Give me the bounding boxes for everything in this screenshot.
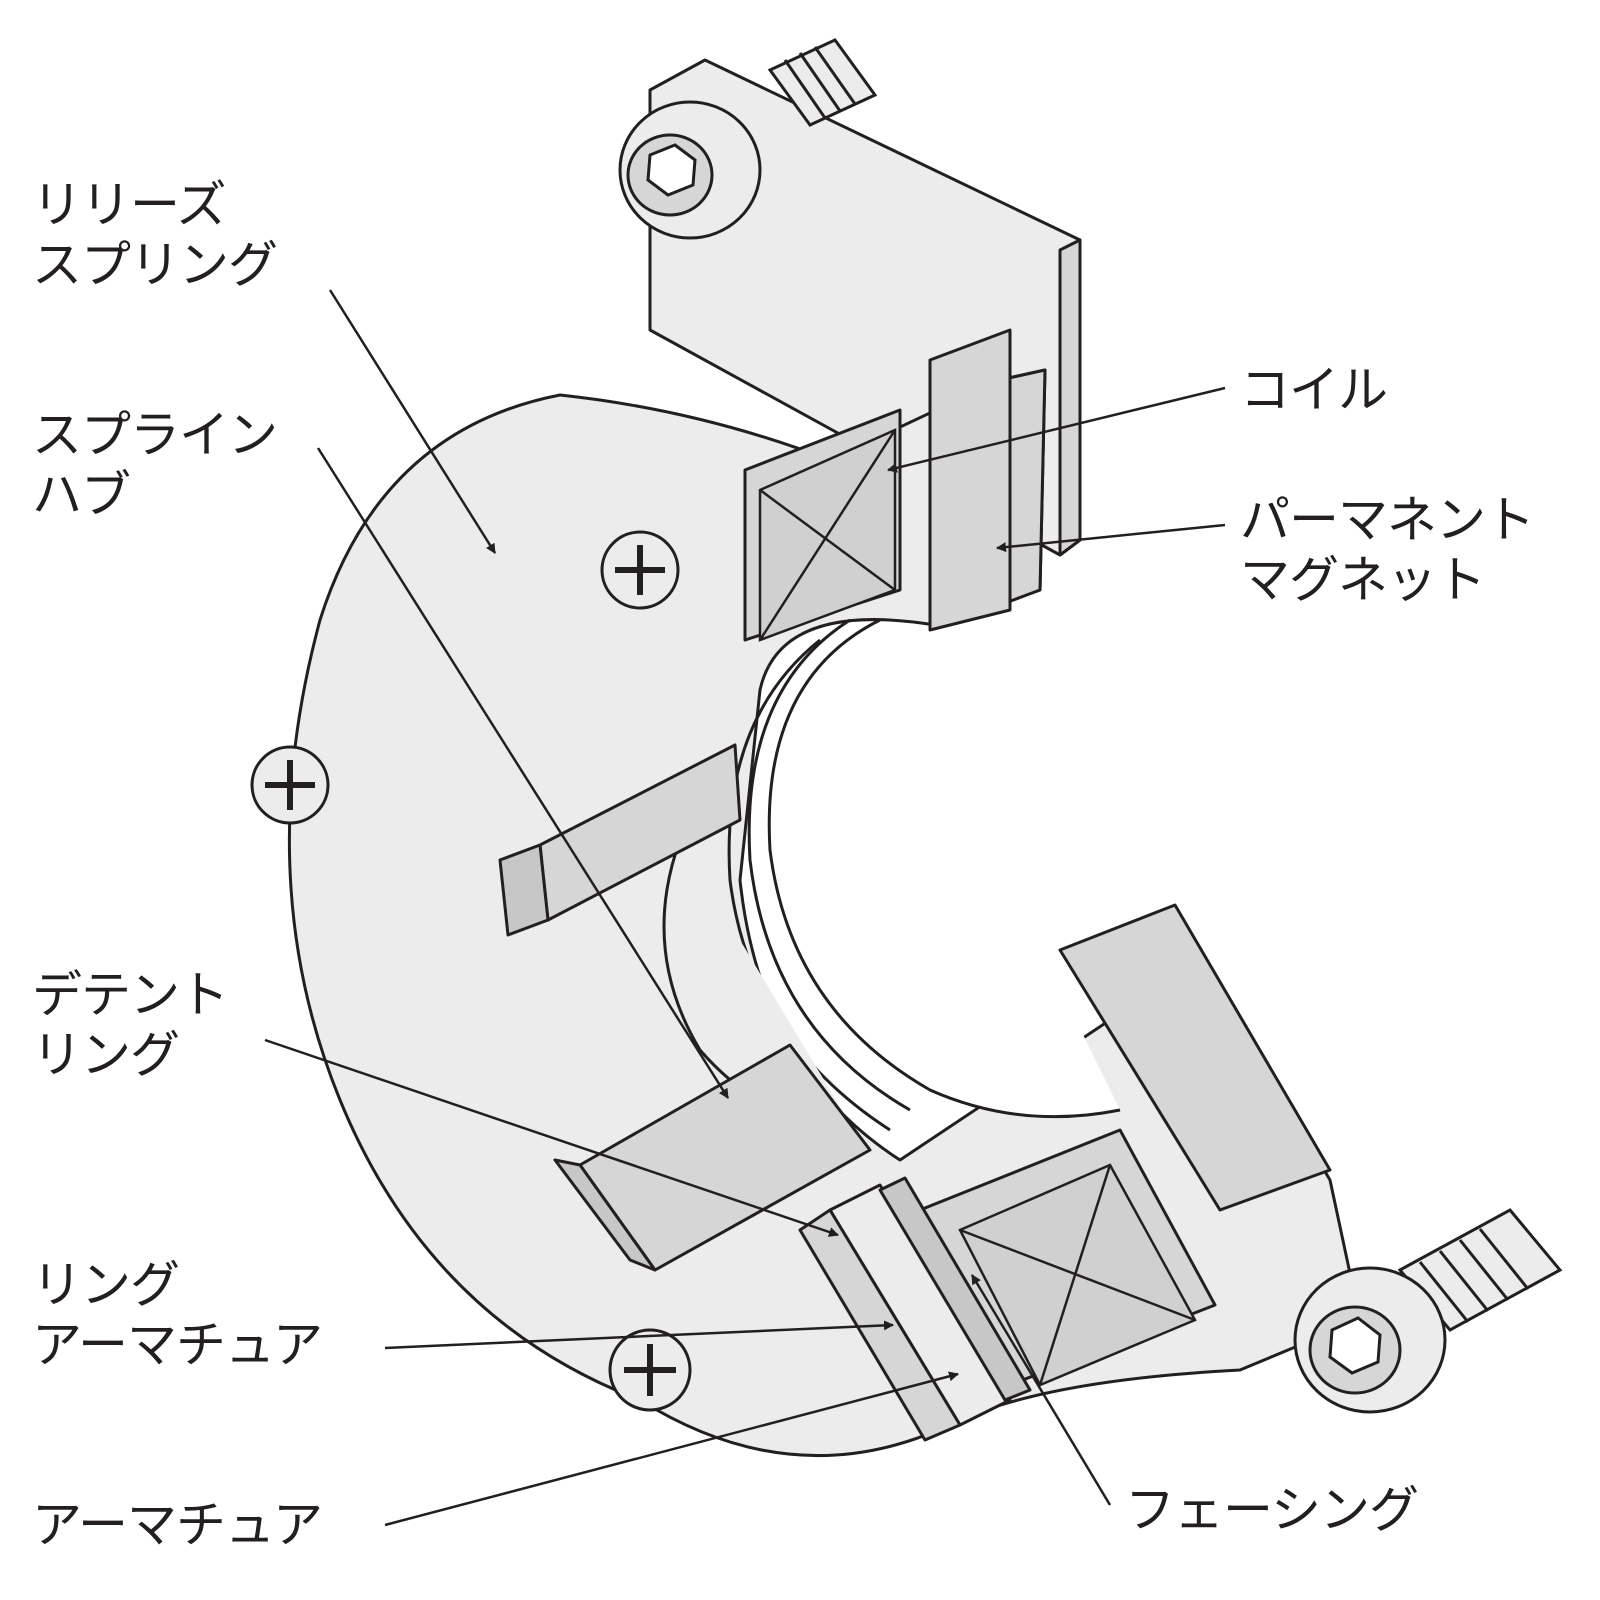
leader-detent-ring bbox=[264, 1038, 839, 1237]
bore-rings bbox=[662, 618, 1121, 1142]
label-coil: コイル bbox=[1240, 361, 1388, 419]
leader-ring-armature bbox=[384, 1320, 894, 1350]
upper-coil-cross bbox=[758, 428, 897, 642]
leader-armature bbox=[384, 1371, 959, 1527]
leader-spline-hub bbox=[316, 447, 730, 1099]
label-armature: アーマチュア bbox=[32, 1496, 323, 1554]
label-facing: フェーシング bbox=[1125, 1481, 1419, 1539]
lower-coil-cross bbox=[958, 1163, 1197, 1387]
bottom-bolt bbox=[1293, 1208, 1563, 1414]
phillips-screws bbox=[250, 530, 692, 1412]
leader-lines bbox=[264, 289, 1226, 1527]
leader-facing bbox=[970, 1274, 1112, 1506]
label-detent-ring: デテント リング bbox=[32, 966, 229, 1084]
label-spline-hub: スプライン ハブ bbox=[32, 406, 278, 524]
leader-permanent-magnet bbox=[996, 523, 1226, 553]
leader-coil bbox=[887, 386, 1226, 473]
label-release-spring: リリーズ スプリング bbox=[32, 176, 278, 294]
top-bolt bbox=[618, 38, 878, 240]
label-permanent-magnet: パーマネント マグネット bbox=[1240, 491, 1535, 609]
leader-release-spring bbox=[328, 289, 497, 554]
label-ring-armature: リング アーマチュア bbox=[32, 1256, 323, 1374]
